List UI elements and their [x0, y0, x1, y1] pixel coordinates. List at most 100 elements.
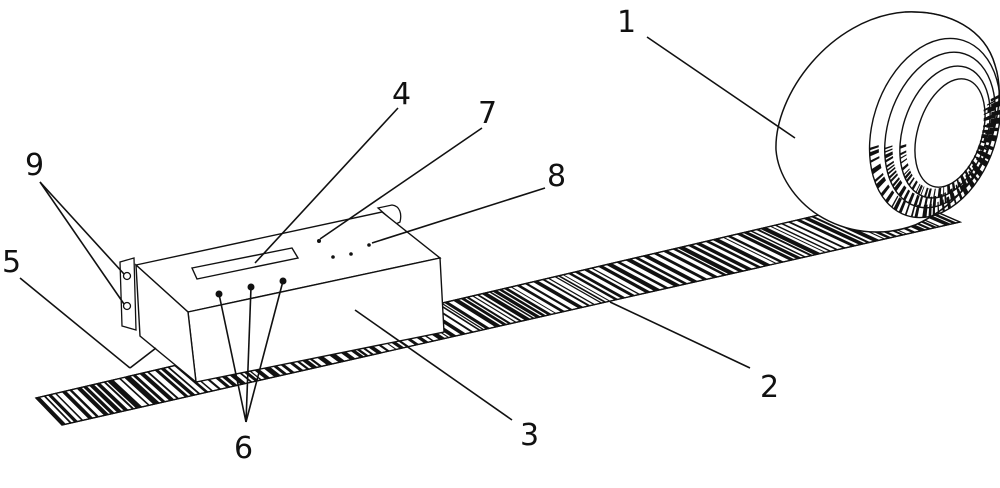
- roll-stripe: [888, 170, 897, 179]
- roll-stripe: [900, 154, 907, 160]
- leader-9b: [39, 181, 125, 305]
- barcode-stripe: [488, 291, 535, 319]
- barcode-stripe: [749, 230, 807, 258]
- barcode-stripe: [443, 301, 491, 330]
- roll-stripe: [929, 196, 933, 208]
- label-9: 9: [25, 148, 44, 183]
- roll-stripe: [982, 129, 989, 133]
- roll-stripe: [914, 204, 920, 218]
- barcode-stripe: [118, 378, 151, 406]
- barcode-stripe: [460, 297, 508, 326]
- mount-bracket: [119, 257, 137, 331]
- roll-stripe: [885, 190, 895, 204]
- roll-stripe: [955, 184, 960, 195]
- roll-stripe: [917, 184, 923, 195]
- leader-9a: [39, 181, 125, 275]
- roll-stripe: [904, 202, 911, 216]
- roll-stripe: [901, 163, 909, 171]
- barcode-stripe: [146, 371, 180, 399]
- roll-stripe: [900, 158, 908, 164]
- barcode-stripe: [167, 366, 201, 395]
- roll-stripe: [956, 178, 960, 187]
- roll-stripe: [960, 183, 969, 196]
- barcode-stripe: [547, 278, 596, 305]
- roll-stripe: [869, 145, 879, 151]
- barcode-stripe: [695, 242, 753, 271]
- barcode-stripe: [774, 224, 832, 252]
- barcode-stripe: [795, 219, 857, 247]
- roll-stripe: [959, 173, 965, 184]
- barcode-stripe: [672, 248, 728, 276]
- roll-stripe: [987, 100, 995, 106]
- barcode-stripe: [481, 292, 531, 321]
- roll-stripe: [937, 187, 942, 198]
- barcode-stripe: [492, 290, 541, 318]
- leader-6b: [245, 286, 252, 423]
- leader-lines: [19, 36, 796, 423]
- roll-stripe: [968, 170, 975, 179]
- barcode-stripe: [787, 221, 847, 249]
- roll-stripe: [884, 145, 893, 150]
- barcode-stripe: [755, 229, 814, 256]
- label-7: 7: [478, 96, 497, 131]
- roll-stripe: [874, 172, 884, 183]
- roll-stripe: [983, 106, 990, 112]
- roll-stripe: [958, 181, 964, 192]
- barcode-stripe: [43, 395, 72, 424]
- label-4: 4: [392, 77, 411, 112]
- barcode-stripe: [597, 265, 651, 293]
- barcode-stripe: [554, 276, 603, 304]
- roll-stripe: [871, 163, 882, 175]
- barcode-stripe: [54, 393, 84, 421]
- roll-stripe: [970, 159, 977, 168]
- barcode-stripe: [452, 299, 502, 328]
- roll-stripe: [923, 187, 929, 198]
- roll-stripe: [943, 186, 945, 197]
- roll-stripe: [907, 192, 915, 205]
- screw-9a: [122, 271, 132, 281]
- roll-stripe: [915, 183, 921, 193]
- barcode-stripe: [557, 275, 607, 303]
- roll-stripe: [949, 188, 955, 200]
- roll-stripe: [977, 144, 985, 152]
- roll-stripe: [964, 169, 970, 178]
- roll-stripe: [990, 94, 1000, 102]
- barcode-stripe: [123, 375, 160, 405]
- barcode-stripe: [590, 267, 641, 295]
- barcode-stripe: [524, 283, 573, 311]
- roll-stripe: [920, 186, 925, 196]
- roll-stripe: [884, 151, 893, 159]
- barcode-stripe: [736, 233, 795, 261]
- roll-stripe: [979, 150, 987, 157]
- label-1: 1: [617, 5, 636, 40]
- barcode-stripe: [82, 386, 115, 414]
- barcode-stripe: [562, 274, 611, 302]
- barcode-stripe: [76, 387, 110, 416]
- roll-stripe: [967, 165, 973, 173]
- leader-3: [354, 309, 513, 421]
- barcode-stripe: [160, 367, 196, 396]
- leader-4: [254, 107, 399, 264]
- leader-7: [319, 127, 483, 240]
- barcode-stripe: [541, 279, 591, 307]
- roll-coil-1: [868, 37, 1000, 219]
- roll-stripe: [911, 180, 918, 191]
- barcode-stripe: [516, 284, 566, 313]
- indicator-light-8b: [349, 252, 353, 256]
- roll-stripe: [971, 172, 979, 182]
- roll-stripe: [898, 200, 907, 214]
- roll-stripe: [937, 201, 940, 215]
- roll-coil-4: [914, 78, 986, 188]
- roll-stripe: [951, 181, 956, 191]
- screw-9b: [122, 301, 132, 311]
- barcode-stripe: [705, 240, 762, 268]
- barcode-stripe: [465, 296, 512, 325]
- barcode-stripe: [47, 394, 79, 423]
- roll-stripe: [980, 134, 988, 139]
- roll-stripe: [891, 195, 899, 208]
- leader-8: [371, 187, 546, 244]
- roll-stripe: [973, 155, 980, 161]
- roll-barcode-stripes: [869, 94, 1000, 218]
- barcode-stripe: [510, 286, 557, 314]
- roll-stripe: [894, 180, 903, 192]
